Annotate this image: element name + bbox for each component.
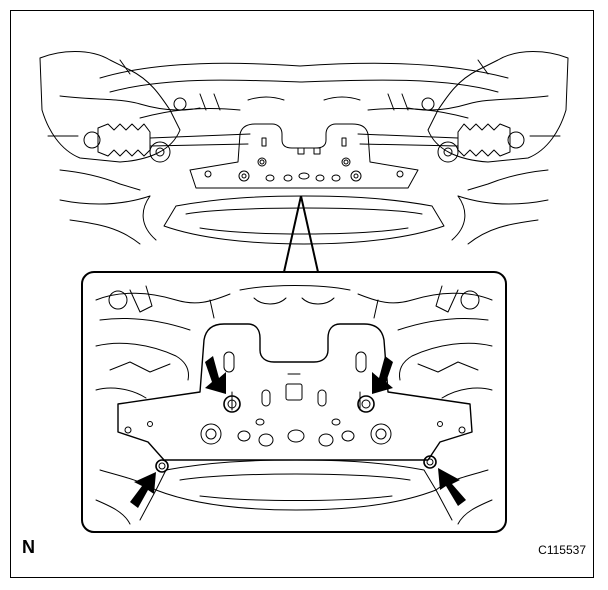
bolt-lower-right [423, 455, 437, 469]
arrow-to-bolt-upper-left [205, 356, 226, 394]
arrow-to-bolt-lower-right [438, 468, 466, 506]
brace-plate-small [189, 123, 419, 189]
arrow-to-bolt-upper-right [372, 356, 393, 394]
bolt-upper-left [223, 395, 241, 413]
rack-tube [149, 133, 459, 139]
chassis-outline-left [39, 51, 181, 163]
figure-code: C115537 [538, 543, 586, 557]
bolt-upper-right [357, 395, 375, 413]
rack-boot-left [97, 123, 151, 157]
detail-view [81, 271, 507, 533]
hose-line-4 [367, 107, 469, 119]
tie-rod-end-right [507, 131, 525, 149]
bolt-lower-left [155, 459, 169, 473]
orientation-label: N [22, 537, 35, 557]
callout-arrows [130, 356, 466, 508]
arrow-to-bolt-lower-left [130, 472, 156, 508]
oil-pan [163, 195, 445, 245]
rack-boot-right [457, 123, 511, 157]
hose-line-3 [139, 107, 241, 119]
rack-tube-lower [149, 143, 459, 147]
frame-rail-top [99, 62, 509, 79]
overview-drawing [39, 51, 569, 245]
tie-rod-end-left [83, 131, 101, 149]
frame-rail-top2 [109, 79, 499, 93]
brace-plate-large [117, 323, 473, 461]
chassis-outline-right [427, 51, 569, 163]
pointer-to-detail [283, 195, 319, 273]
